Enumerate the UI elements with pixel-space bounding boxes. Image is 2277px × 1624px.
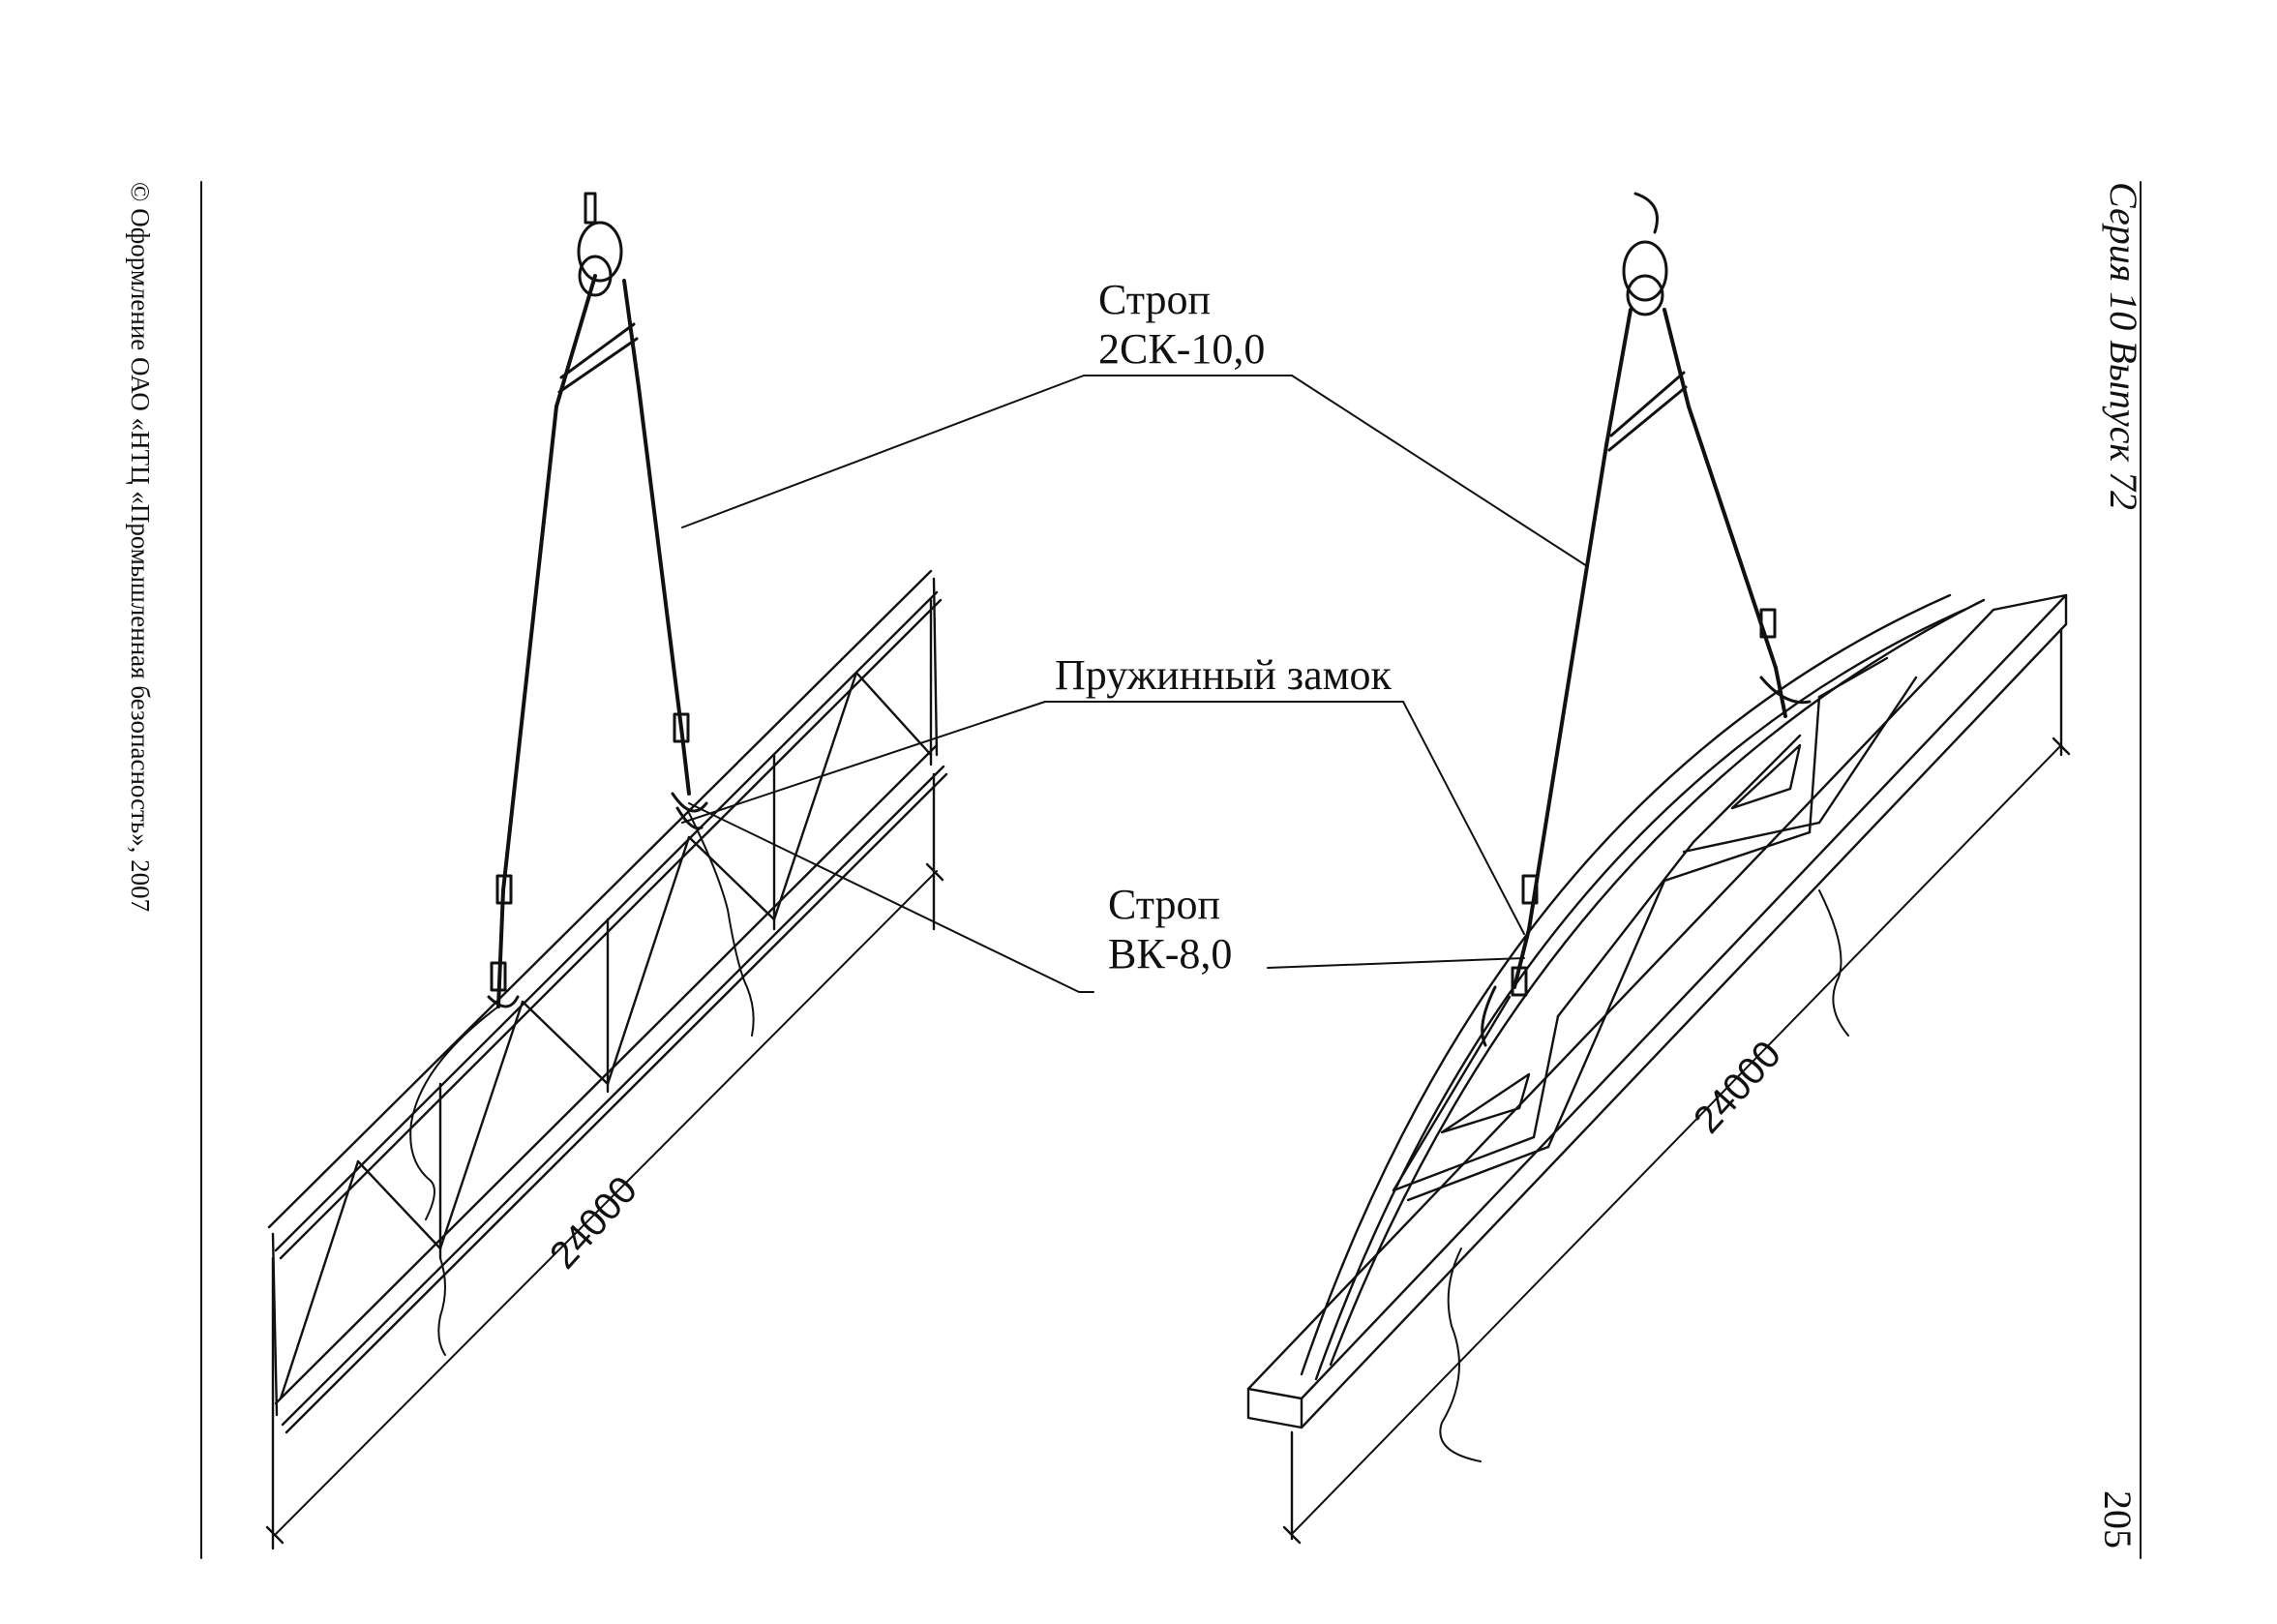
right-concrete-truss <box>1246 593 2071 1545</box>
series-title: Серия 10 Выпуск 72 <box>2102 182 2145 511</box>
sling-top-label-line1: Строп <box>1098 276 1212 323</box>
right-hook <box>1622 192 1668 316</box>
left-sling <box>496 274 691 1008</box>
leader-lines <box>681 375 1588 993</box>
right-sling <box>1513 308 1787 989</box>
sling-top-label-line2: 2СК-10,0 <box>1098 324 1266 373</box>
left-steel-truss <box>265 569 948 1550</box>
right-sling-tails <box>1439 889 1849 1462</box>
sling-top-label: Строп 2СК-10,0 <box>1098 276 1265 374</box>
sling-bottom-label: Строп ВК-8,0 <box>1108 881 1232 978</box>
right-spring-locks <box>1481 608 1812 1047</box>
left-spring-locks <box>487 712 708 1008</box>
left-sling-tails <box>409 812 755 1356</box>
spring-lock-label: Пружинный замок <box>1055 651 1392 699</box>
left-hook <box>577 192 623 297</box>
copyright-text: © Оформление ОАО «НТЦ «Промышленная безо… <box>126 182 155 913</box>
page-number: 205 <box>2096 1490 2140 1549</box>
sling-bottom-label-line1: Строп <box>1108 881 1221 928</box>
sling-bottom-label-line2: ВК-8,0 <box>1108 929 1233 977</box>
